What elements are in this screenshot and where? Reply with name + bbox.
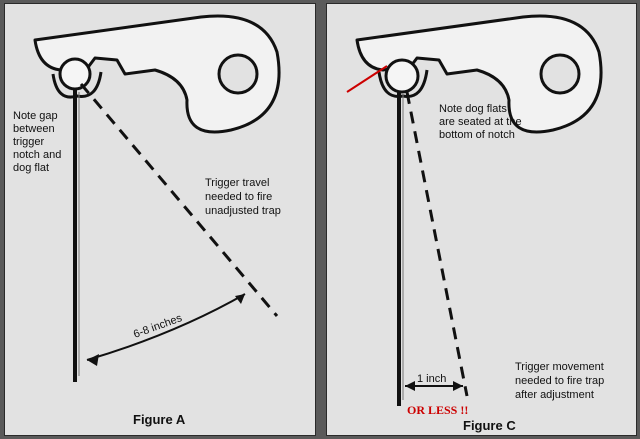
figure-a-caption: Figure A [133, 412, 186, 427]
figure-a-panel: Note gap between trigger notch and dog f… [4, 3, 316, 436]
gap-note-line: Note gap [13, 110, 58, 122]
travel-note-line: Trigger travel [205, 177, 269, 189]
gap-note-line: dog flat [13, 162, 49, 174]
trigger-movement-line [405, 91, 469, 397]
gap-note-line: trigger [13, 136, 45, 148]
movement-note-line: after adjustment [515, 389, 594, 401]
trigger-ball [384, 58, 420, 94]
flats-note-line: bottom of notch [439, 129, 515, 141]
trigger-ball [58, 57, 92, 91]
figure-a-drawing: Note gap between trigger notch and dog f… [13, 14, 281, 427]
travel-note-line: needed to fire [205, 191, 272, 203]
movement-note-line: Trigger movement [515, 361, 604, 373]
figure-c-drawing: Note dog flats are seated at the bottom … [346, 14, 604, 433]
figure-c-caption: Figure C [463, 418, 516, 433]
pivot-hole [217, 53, 259, 95]
red-pointer-line [346, 65, 388, 93]
movement-note-line: needed to fire trap [515, 375, 604, 387]
flats-note-line: Note dog flats [439, 103, 507, 115]
travel-note-line: unadjusted trap [205, 205, 281, 217]
flats-note-line: are seated at the [439, 116, 522, 128]
gap-note-line: notch and [13, 149, 61, 161]
distance-label: 1 inch [417, 373, 446, 385]
pivot-hole [539, 53, 581, 95]
emphasis-note: OR LESS !! [407, 403, 468, 417]
trigger-travel-line [79, 83, 279, 317]
gap-note-line: between [13, 123, 55, 135]
figure-c-panel: Note dog flats are seated at the bottom … [326, 3, 637, 436]
distance-arrow [86, 293, 246, 361]
